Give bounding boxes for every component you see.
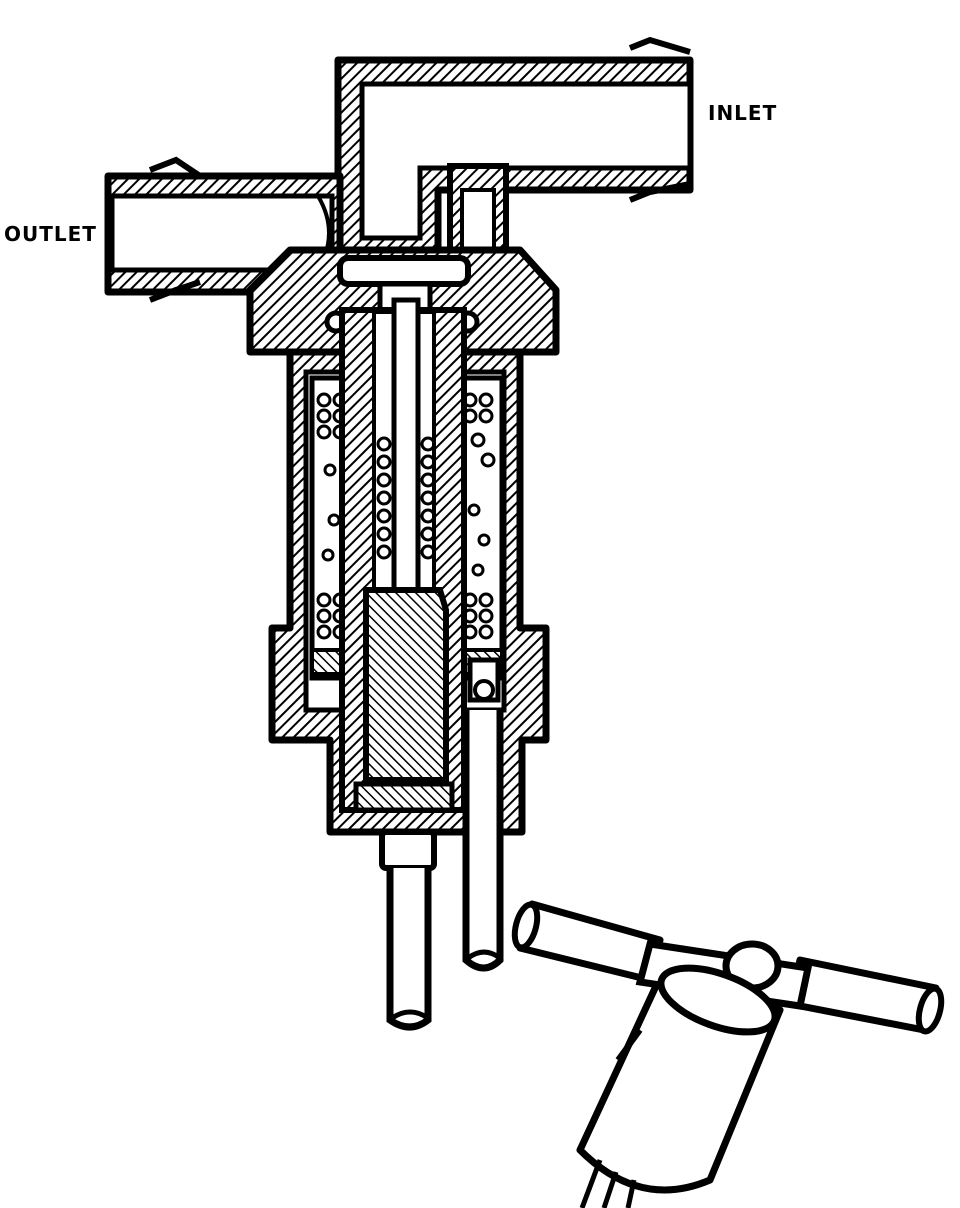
hose-left xyxy=(516,900,664,984)
return-spring xyxy=(376,436,436,560)
wire-left xyxy=(386,868,432,1031)
outlet-barb xyxy=(148,156,202,303)
terminal-screw xyxy=(473,679,495,701)
plunger-base xyxy=(353,781,455,813)
valve-disc xyxy=(337,255,471,287)
terminal-wires xyxy=(379,657,504,1031)
inlet-barb xyxy=(628,36,691,203)
hose-left-end xyxy=(511,901,541,951)
external-valve-view xyxy=(511,900,945,1208)
wire-left-end xyxy=(390,1009,430,1021)
wire-right xyxy=(462,710,504,972)
lead-wires xyxy=(579,1159,637,1208)
terminal-boss-left xyxy=(379,829,437,871)
valve-cylinder-top xyxy=(657,964,779,1036)
inlet-tube-bore xyxy=(359,81,693,241)
hose-right-end xyxy=(915,985,945,1035)
wire-right-end xyxy=(466,949,502,961)
outlet-label: OUTLET xyxy=(4,222,97,246)
core-assembly xyxy=(339,297,467,813)
plunger xyxy=(363,587,449,783)
cylinder-highlight xyxy=(615,1028,643,1062)
inlet-label: INLET xyxy=(708,101,778,125)
hose-right xyxy=(786,956,940,1034)
